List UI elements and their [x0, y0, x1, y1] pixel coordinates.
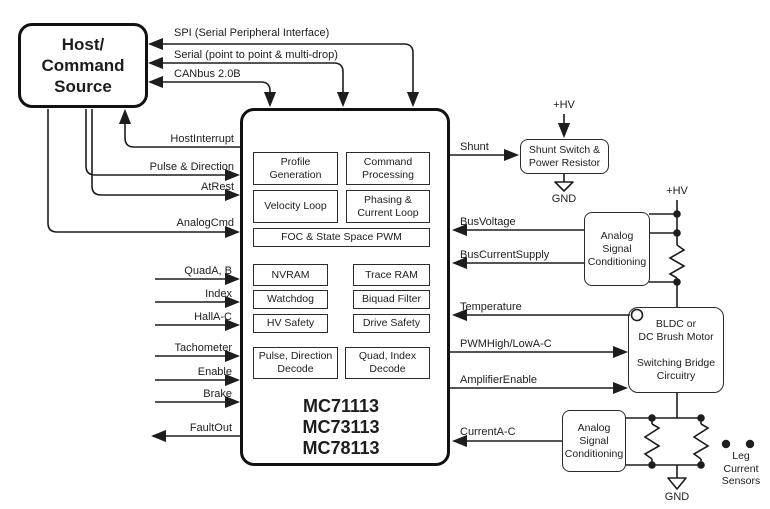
canbus-label: CANbus 2.0B: [174, 68, 241, 80]
resistor-icon: [643, 423, 661, 460]
at-rest-label: AtRest: [200, 181, 234, 193]
resistor-icon: [668, 244, 686, 279]
block-command-processing: Command Processing: [346, 152, 430, 185]
ellipsis-dot: [745, 439, 755, 449]
ground-icon: [554, 181, 574, 192]
spi-wire: [147, 37, 420, 108]
enable-label: Enable: [197, 366, 232, 378]
host-interrupt-wire: [118, 108, 241, 148]
shunt-switch-power-resistor-box: Shunt Switch & Power Resistor: [520, 139, 609, 174]
serial-wire: [147, 56, 350, 108]
index-label: Index: [205, 288, 232, 300]
block-quad-index-decode: Quad, Index Decode: [345, 347, 430, 379]
part-number: MC71113: [302, 396, 380, 416]
pwm-label: PWMHigh/LowA-C: [460, 338, 552, 350]
block-nvram: NVRAM: [253, 264, 328, 286]
serial-label: Serial (point to point & multi-drop): [174, 49, 338, 61]
ellipsis-dot: [721, 439, 731, 449]
canbus-wire: [147, 75, 277, 108]
wire-set: [47, 37, 755, 490]
current-ac-label: CurrentA-C: [460, 426, 516, 438]
at-rest-wire: [91, 109, 241, 202]
fault-out-label: FaultOut: [189, 422, 232, 434]
resistor-icon: [692, 423, 710, 460]
pulse-direction-wire: [85, 109, 241, 182]
pulse-direction-label: Pulse & Direction: [149, 161, 234, 173]
gnd-top-label: GND: [551, 193, 577, 205]
analog-signal-conditioning-bottom-box: Analog Signal Conditioning: [562, 410, 626, 472]
block-foc-state-space-pwm: FOC & State Space PWM: [253, 228, 430, 247]
analog-cmd-wire: [47, 109, 241, 239]
block-drive-safety: Drive Safety: [353, 314, 430, 333]
chip-part-numbers: MC71113 MC73113 MC78113: [253, 396, 429, 459]
brake-label: Brake: [203, 388, 232, 400]
leg-current-sensors-label: Leg Current Sensors: [721, 450, 761, 487]
gnd-bottom-label: GND: [664, 491, 690, 503]
bus-voltage-label: BusVoltage: [460, 216, 516, 228]
hv-right-label: +HV: [666, 185, 688, 197]
block-pulse-direction-decode: Pulse, Direction Decode: [253, 347, 338, 379]
quad-label: QuadA, B: [184, 265, 232, 277]
block-trace-ram: Trace RAM: [353, 264, 430, 286]
amplifier-enable-label: AmplifierEnable: [460, 374, 538, 386]
bus-current-supply-label: BusCurrentSupply: [460, 249, 550, 261]
block-phasing-current-loop: Phasing & Current Loop: [346, 190, 430, 223]
block-profile-generation: Profile Generation: [253, 152, 338, 185]
host-interrupt-label: HostInterrupt: [170, 133, 234, 145]
block-biquad-filter: Biquad Filter: [353, 290, 430, 309]
block-velocity-loop: Velocity Loop: [253, 190, 338, 223]
bldc-motor-switching-bridge-box: BLDC or DC Brush Motor Switching Bridge …: [628, 307, 724, 393]
host-command-source-box: Host/ Command Source: [18, 23, 148, 108]
shunt-label: Shunt: [460, 141, 489, 153]
hv-top-label: +HV: [553, 99, 575, 111]
tachometer-label: Tachometer: [174, 342, 232, 354]
hall-label: HallA-C: [194, 311, 232, 323]
junction-dots: [648, 210, 755, 469]
part-number: MC73113: [302, 417, 380, 437]
spi-label: SPI (Serial Peripheral Interface): [174, 27, 330, 39]
ground-icon: [667, 477, 687, 490]
host-box-label: Host/ Command Source: [41, 35, 125, 96]
temperature-label: Temperature: [460, 301, 522, 313]
analog-signal-conditioning-top-box: Analog Signal Conditioning: [584, 212, 650, 286]
block-hv-safety: HV Safety: [253, 314, 328, 333]
analog-cmd-label: AnalogCmd: [176, 217, 234, 229]
block-watchdog: Watchdog: [253, 290, 328, 309]
part-number: MC78113: [302, 438, 380, 458]
